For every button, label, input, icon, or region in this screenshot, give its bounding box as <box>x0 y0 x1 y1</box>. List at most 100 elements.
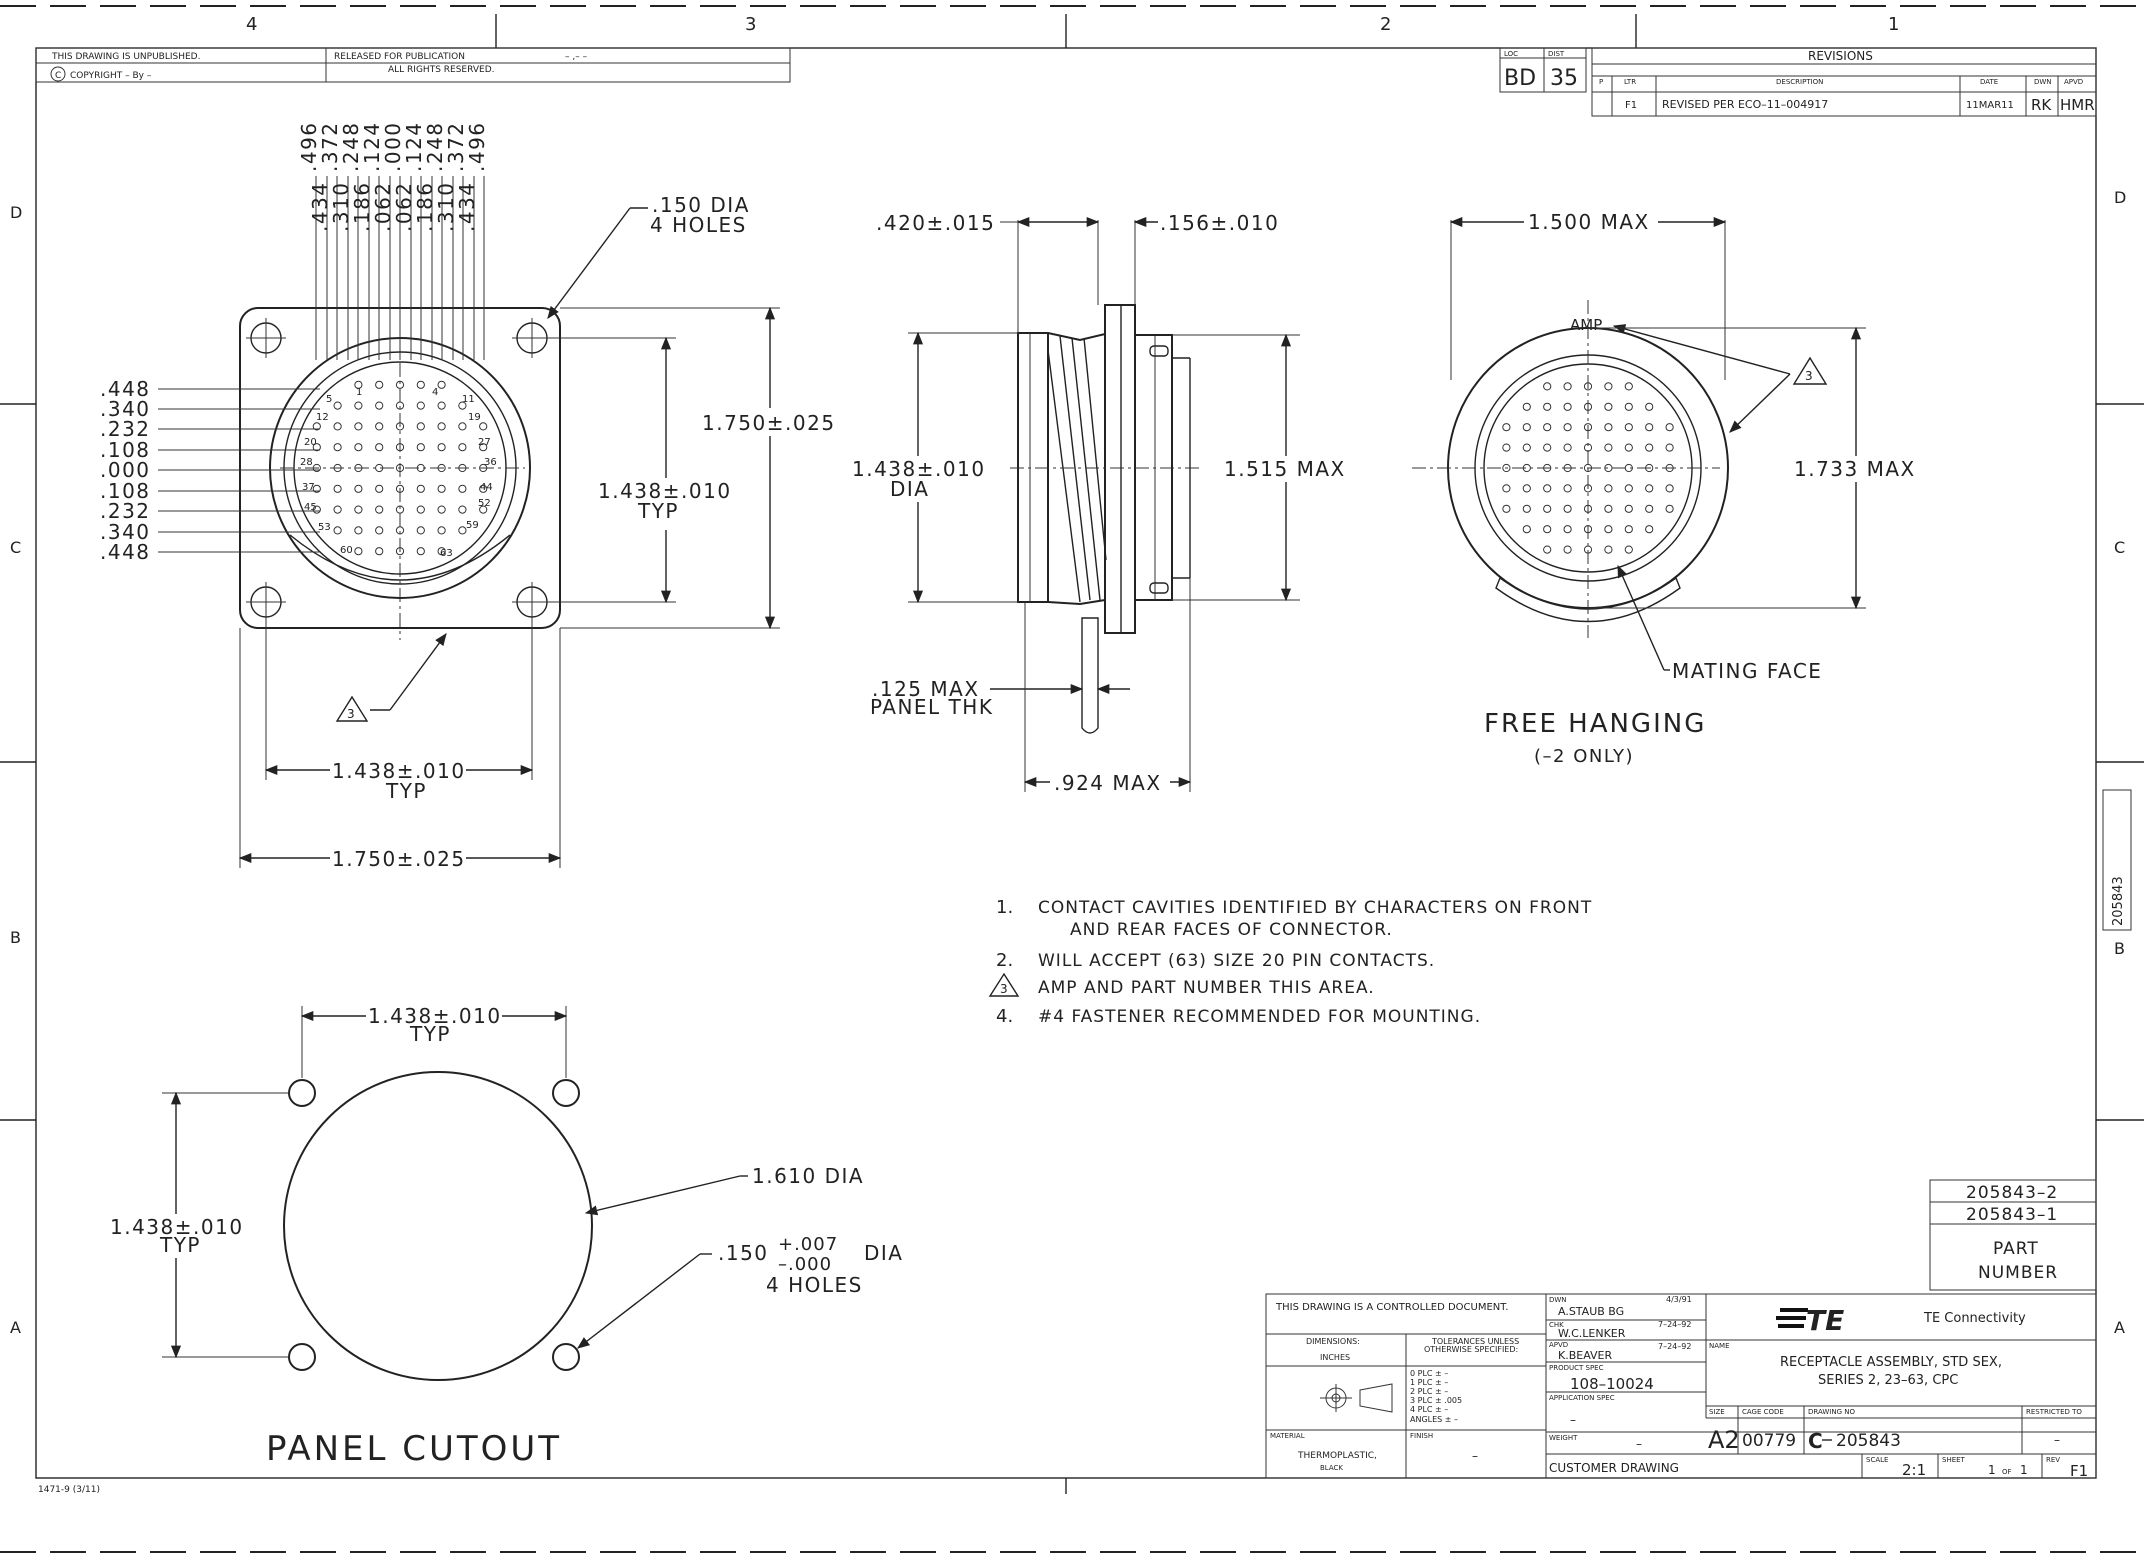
contact-cavity <box>458 401 467 410</box>
panel-cutout-title: PANEL CUTOUT <box>266 1429 562 1469</box>
product-spec: 108–10024 <box>1570 1375 1654 1393</box>
loc-dist-block: LOC DIST BD 35 <box>1499 47 1587 93</box>
contact-cavity <box>479 484 488 493</box>
contact-cavity <box>458 422 467 431</box>
rev-header-date: DATE <box>1980 78 1998 86</box>
contact-cavity <box>437 505 446 514</box>
contact-cavity <box>437 380 446 389</box>
contact-cavity <box>458 484 467 493</box>
cage-code: 00779 <box>1742 1431 1796 1451</box>
contact-cavity <box>1522 423 1531 432</box>
projection-symbol-icon <box>1320 1383 1393 1413</box>
contact-cavity <box>1665 423 1674 432</box>
dim-420: .420±.015 <box>876 211 995 235</box>
contact-cavity <box>1543 402 1552 411</box>
pin-label: 59 <box>466 520 479 531</box>
contact-cavity <box>1665 443 1674 452</box>
loc-value: BD <box>1504 66 1536 91</box>
left-dim: .340 <box>100 397 151 421</box>
rev-header-apvd: APVD <box>2064 78 2083 86</box>
contact-cavity <box>354 401 363 410</box>
contact-cavity <box>1563 423 1572 432</box>
dim-1750-vertical: 1.750±.025 <box>702 411 836 435</box>
top-dimension-lines <box>315 176 485 360</box>
notes: 1. CONTACT CAVITIES IDENTIFIED BY CHARAC… <box>988 897 1591 1027</box>
contact-cavity <box>1645 402 1654 411</box>
dim-1438-dia-label: DIA <box>890 477 929 501</box>
contact-cavity <box>375 505 384 514</box>
cutout-tol-plus: +.007 <box>778 1234 838 1255</box>
top-dim-b: .434 <box>455 181 479 232</box>
contact-cavity <box>458 443 467 452</box>
sheet-of: OF <box>2002 1468 2012 1476</box>
hole-count-callout: 4 HOLES <box>650 213 747 237</box>
te-logo-text: TE <box>1806 1304 1844 1337</box>
top-dim-a: .248 <box>339 121 363 172</box>
contact-cavity <box>1563 382 1572 391</box>
chk-name: W.C.LENKER <box>1558 1327 1626 1340</box>
rev-value: F1 <box>2070 1462 2088 1480</box>
tolerance-row: ANGLES ± – <box>1410 1415 1458 1424</box>
side-view: .420±.015 .156±.010 1.438±.010 DIA 1.515… <box>850 211 1348 795</box>
contact-cavity <box>312 505 321 514</box>
contact-cavity <box>354 443 363 452</box>
zone-label-left-a: A <box>10 1318 21 1337</box>
top-dim-a: .496 <box>297 121 321 172</box>
finish-label: FINISH <box>1410 1432 1433 1440</box>
left-dim: .000 <box>100 458 151 482</box>
free-hanging-subtitle: (–2 ONLY) <box>1534 746 1634 767</box>
left-dim: .108 <box>100 438 151 462</box>
contact-cavity <box>1604 382 1613 391</box>
contact-cavity <box>333 526 342 535</box>
pin-labels: 1 4 5 11 12 19 20 27 28 36 37 44 45 52 5… <box>300 387 497 559</box>
loc-label: LOC <box>1504 50 1518 58</box>
contact-cavity <box>333 422 342 431</box>
note-3-flag-icon <box>335 695 369 722</box>
top-dim-a: .000 <box>381 121 405 172</box>
cutout-hole-top-left <box>288 1079 316 1107</box>
note-3-flag-icon <box>1792 356 1828 385</box>
cutout-dia: DIA <box>864 1241 903 1265</box>
contact-cavity <box>333 443 342 452</box>
side-tab-number: 205843 <box>2111 876 2126 926</box>
top-dim-b: .186 <box>350 181 374 232</box>
zone-label-right-c: C <box>2114 538 2125 557</box>
contact-cavity <box>333 484 342 493</box>
sheet-total: 1 <box>2020 1463 2028 1477</box>
contact-cavity <box>312 422 321 431</box>
dim-1438-dia: 1.438±.010 <box>852 457 986 481</box>
name-label: NAME <box>1709 1342 1730 1350</box>
sheet-label: SHEET <box>1942 1456 1966 1464</box>
dist-label: DIST <box>1548 50 1565 58</box>
contact-cavity <box>1522 504 1531 513</box>
left-dim: .340 <box>100 520 151 544</box>
pin-label: 19 <box>468 412 481 423</box>
note-1-text-cont: AND REAR FACES OF CONNECTOR. <box>1070 920 1393 940</box>
tolerance-row: 1 PLC ± – <box>1410 1378 1448 1387</box>
contact-cavity <box>1624 484 1633 493</box>
contact-cavity <box>1543 484 1552 493</box>
mount-hole-bottom-right <box>512 582 552 622</box>
pin-label: 4 <box>432 387 438 398</box>
contact-cavity <box>375 422 384 431</box>
dim-1750-horizontal: 1.750±.025 <box>332 847 466 871</box>
tolerance-row: 2 PLC ± – <box>1410 1387 1448 1396</box>
pin-label: 44 <box>480 482 493 493</box>
cage-code-label: CAGE CODE <box>1742 1408 1784 1416</box>
cutout-dim-1438-left: 1.438±.010 <box>110 1215 244 1239</box>
contact-cavity <box>1563 402 1572 411</box>
zone-label-left-c: C <box>10 538 21 557</box>
contact-cavity <box>416 401 425 410</box>
dwn-label: DWN <box>1549 1296 1567 1304</box>
sheet-border: 4 3 2 1 D C B A D C B A 1471-9 (3/11) <box>0 5 2144 1553</box>
contact-cavity <box>1563 443 1572 452</box>
dwn-date: 4/3/91 <box>1666 1295 1692 1304</box>
contact-cavity <box>437 484 446 493</box>
scale-value: 2:1 <box>1902 1461 1926 1479</box>
copyright-text: COPYRIGHT – By – <box>70 71 152 81</box>
contact-cavity <box>375 443 384 452</box>
contact-cavity <box>479 443 488 452</box>
contact-cavity <box>1604 525 1613 534</box>
contact-cavity <box>1543 423 1552 432</box>
cutout-hole-bottom-left <box>288 1343 316 1371</box>
